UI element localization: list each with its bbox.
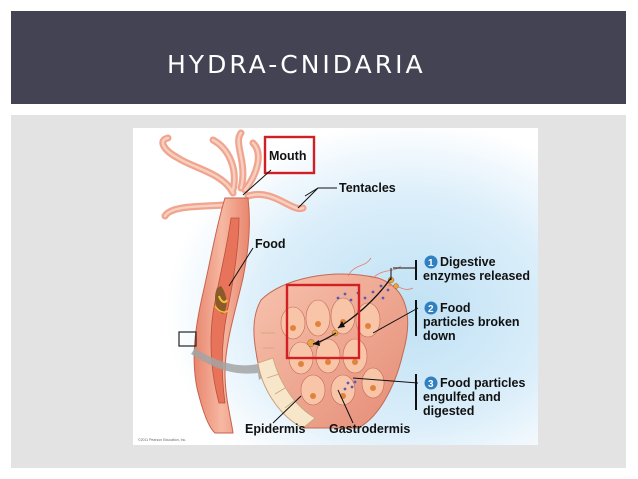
step-1-number: 1 bbox=[428, 258, 434, 269]
title-bar bbox=[11, 11, 626, 104]
step-3-line-3: digested bbox=[423, 404, 474, 418]
step-2-number: 2 bbox=[428, 304, 434, 315]
step-2-badge bbox=[424, 301, 438, 315]
step-3-number: 3 bbox=[428, 379, 434, 390]
mouth-label: Mouth bbox=[269, 149, 306, 163]
step-1-badge bbox=[424, 255, 438, 269]
slide-title: HYDRA-CNIDARIA bbox=[167, 50, 426, 79]
tissue-section bbox=[253, 257, 414, 429]
step-2-line-3: down bbox=[423, 329, 456, 343]
epidermis-label: Epidermis bbox=[245, 422, 305, 436]
magnified-region-marker bbox=[178, 331, 197, 347]
copyright-note: ©2011 Pearson Education, Inc. bbox=[138, 438, 186, 442]
cells-highlight-box bbox=[285, 283, 361, 360]
step-2-line-1: Food bbox=[440, 301, 471, 315]
step-3-line-1: Food particles bbox=[440, 376, 525, 390]
food-in-gut bbox=[214, 286, 230, 314]
hydra-illustration: Mouth Tentacles Food Epidermis Gastroder… bbox=[133, 128, 538, 445]
mouth-highlight-box bbox=[263, 135, 316, 175]
step-1-line-2: enzymes released bbox=[423, 269, 530, 283]
hydra-diagram: Mouth Tentacles Food Epidermis Gastroder… bbox=[133, 128, 538, 445]
gastrodermis-label: Gastrodermis bbox=[329, 422, 410, 436]
magnify-arrow bbox=[191, 348, 275, 380]
step-2-line-2: particles broken bbox=[423, 315, 520, 329]
step-3-line-2: engulfed and bbox=[423, 390, 501, 404]
tentacles-label: Tentacles bbox=[339, 181, 396, 195]
food-label: Food bbox=[255, 237, 286, 251]
step-3-badge bbox=[424, 376, 438, 390]
step-1-line-1: Digestive bbox=[440, 255, 496, 269]
